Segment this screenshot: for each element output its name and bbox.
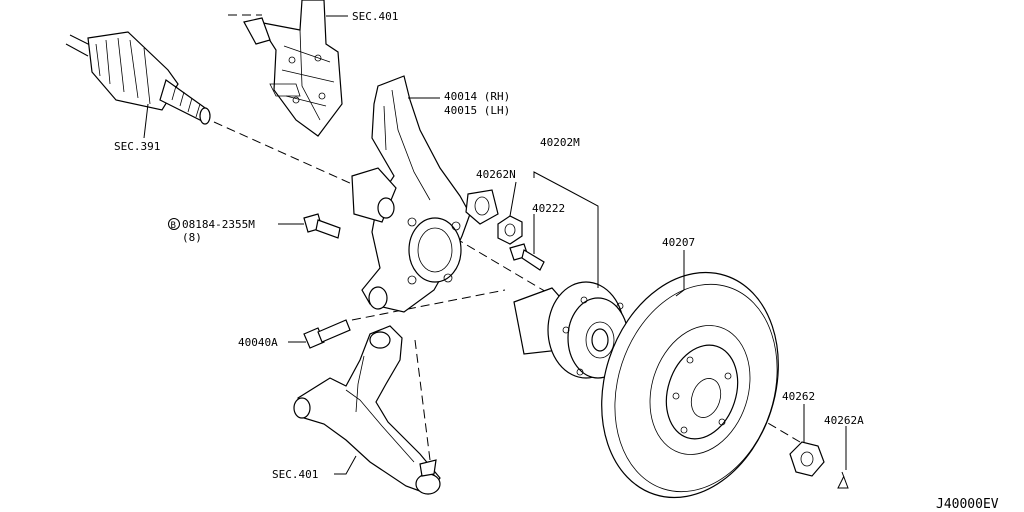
lower-control-arm (293, 325, 441, 495)
bolt-marker-icon (168, 218, 180, 230)
label-sec401-top: SEC.401 (352, 10, 398, 23)
label-40262n: 40262N (476, 168, 516, 181)
label-08184-2355m: 08184-2355M (182, 218, 255, 231)
diagram-code: J40000EV (936, 497, 999, 512)
steering-knuckle (351, 75, 499, 313)
leader-lines (143, 15, 847, 475)
hub-bolt-40222 (509, 243, 545, 271)
label-40262: 40262 (782, 390, 815, 403)
part-labels: SEC.401 SEC.391 40014 (RH) 40015 (LH) 40… (114, 10, 999, 512)
label-40040a: 40040A (238, 336, 278, 349)
hub-nut-40262 (789, 441, 825, 477)
bolt-marker-letter: B (171, 221, 176, 231)
label-sec391: SEC.391 (114, 140, 160, 153)
strut-bracket (243, 0, 343, 137)
label-40015: 40015 (LH) (444, 104, 510, 117)
brake-disc (601, 271, 779, 499)
label-40014: 40014 (RH) (444, 90, 510, 103)
label-40207: 40207 (662, 236, 695, 249)
knuckle-bolt (303, 213, 341, 239)
label-40222: 40222 (532, 202, 565, 215)
label-08184-qty: (8) (182, 231, 202, 244)
ball-joint-bolt (303, 319, 351, 349)
cotter-pin (837, 471, 849, 489)
drive-shaft (65, 31, 211, 125)
lock-nut-40262n (497, 215, 523, 245)
label-40262a: 40262A (824, 414, 864, 427)
label-40202m: 40202M (540, 136, 580, 149)
label-sec401-bottom: SEC.401 (272, 468, 318, 481)
